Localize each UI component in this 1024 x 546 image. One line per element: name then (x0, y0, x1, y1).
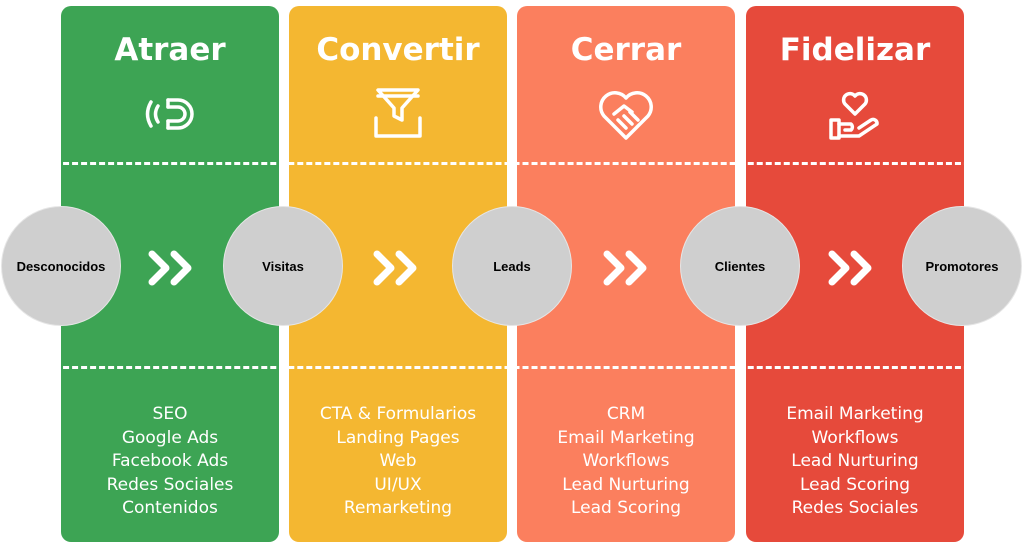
stage-circle-visitas: Visitas (224, 207, 342, 325)
divider-bottom (0, 366, 1024, 369)
column-title-convertir: Convertir (316, 32, 480, 68)
list-item: Workflows (582, 451, 670, 471)
stage-label: Desconocidos (16, 258, 106, 274)
double-chevron-right-icon (371, 248, 423, 288)
funnel-icon (368, 86, 428, 142)
list-item: Remarketing (343, 498, 453, 518)
list-item: Google Ads (121, 427, 219, 448)
list-item: Workflows (811, 427, 899, 448)
list-item: Email Marketing (786, 404, 924, 424)
list-item: Redes Sociales (791, 498, 919, 518)
column-items-atraer: SEO Google Ads Facebook Ads Redes Social… (61, 403, 279, 521)
magnet-icon (140, 86, 200, 142)
stage-circle-leads: Leads (453, 207, 571, 325)
stage-circle-clientes: Clientes (681, 207, 799, 325)
column-title-fidelizar: Fidelizar (779, 32, 931, 68)
column-items-fidelizar: Email Marketing Workflows Lead Nurturing… (746, 403, 964, 521)
list-item: Web (379, 451, 417, 471)
list-item: Contenidos (122, 498, 218, 518)
double-chevron-right-icon (826, 248, 878, 288)
column-items-cerrar: CRM Email Marketing Workflows Lead Nurtu… (517, 403, 735, 521)
list-item: SEO (152, 404, 188, 424)
stage-label: Leads (493, 258, 531, 274)
double-chevron-right-icon (601, 248, 653, 288)
divider-top (0, 162, 1024, 165)
list-item: Lead Nurturing (791, 451, 919, 471)
stage-label: Promotores (925, 258, 999, 274)
list-item: Lead Nurturing (562, 474, 690, 495)
column-title-atraer: Atraer (114, 32, 226, 68)
heart-handshake-icon (596, 86, 656, 142)
heart-hand-icon (825, 86, 885, 142)
list-item: UI/UX (374, 474, 422, 495)
column-title-cerrar: Cerrar (570, 32, 682, 68)
list-item: Email Marketing (557, 427, 695, 448)
stage-label: Clientes (714, 258, 766, 274)
stage-circle-promotores: Promotores (903, 207, 1021, 325)
list-item: CTA & Formularios (319, 404, 477, 424)
list-item: Lead Scoring (570, 498, 682, 518)
list-item: Lead Scoring (799, 474, 911, 495)
stage-circle-desconocidos: Desconocidos (2, 207, 120, 325)
column-items-convertir: CTA & Formularios Landing Pages Web UI/U… (289, 403, 507, 521)
list-item: Landing Pages (336, 427, 460, 448)
stage-label: Visitas (262, 258, 304, 274)
list-item: CRM (606, 404, 646, 424)
list-item: Facebook Ads (111, 451, 229, 471)
list-item: Redes Sociales (106, 474, 234, 495)
double-chevron-right-icon (146, 248, 198, 288)
